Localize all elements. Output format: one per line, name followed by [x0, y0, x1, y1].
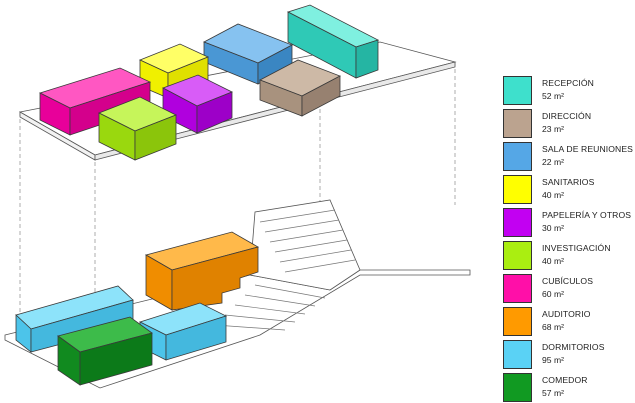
- legend-swatch: [503, 175, 532, 204]
- legend-label: RECEPCIÓN: [542, 78, 594, 88]
- legend-item-recepcion: RECEPCIÓN 52 m²: [503, 76, 635, 106]
- legend-item-investigacion: INVESTIGACIÓN 40 m²: [503, 241, 635, 271]
- legend-area: 30 m²: [542, 223, 564, 233]
- legend-label: DIRECCIÓN: [542, 111, 592, 121]
- legend-swatch: [503, 307, 532, 336]
- legend-swatch: [503, 373, 532, 402]
- legend-swatch: [503, 274, 532, 303]
- block-investigacion: [98, 96, 177, 161]
- legend-swatch: [503, 142, 532, 171]
- legend-label: COMEDOR: [542, 375, 588, 385]
- legend-label: DORMITORIOS: [542, 342, 605, 352]
- legend-area: 22 m²: [542, 157, 564, 167]
- block-comedor: [57, 316, 153, 386]
- legend-item-papeleria: PAPELERÍA Y OTROS 30 m²: [503, 208, 635, 238]
- legend-item-dormitorios: DORMITORIOS 95 m²: [503, 340, 635, 370]
- legend-item-sanitarios: SANITARIOS 40 m²: [503, 175, 635, 205]
- legend-swatch: [503, 76, 532, 105]
- legend-swatch: [503, 340, 532, 369]
- block-direccion: [259, 59, 341, 117]
- legend-swatch: [503, 241, 532, 270]
- legend-area: 57 m²: [542, 388, 564, 398]
- block-recepcion: [286, 4, 380, 79]
- legend-area: 40 m²: [542, 190, 564, 200]
- block-papeleria: [162, 74, 233, 134]
- block-auditorio: [144, 231, 260, 311]
- legend-swatch: [503, 109, 532, 138]
- legend-label: SANITARIOS: [542, 177, 595, 187]
- legend-label: INVESTIGACIÓN: [542, 243, 611, 253]
- legend-area: 52 m²: [542, 91, 564, 101]
- staircase: [214, 209, 356, 331]
- legend-item-cubiculos: CUBÍCULOS 60 m²: [503, 274, 635, 304]
- legend-swatch: [503, 208, 532, 237]
- legend-area: 40 m²: [542, 256, 564, 266]
- block-dormitorios-left: [15, 285, 134, 353]
- legend-item-direccion: DIRECCIÓN 23 m²: [503, 109, 635, 139]
- legend-item-sala-reuniones: SALA DE REUNIONES 22 m²: [503, 142, 635, 172]
- legend-label: PAPELERÍA Y OTROS: [542, 210, 632, 220]
- legend-area: 68 m²: [542, 322, 564, 332]
- legend-area: 95 m²: [542, 355, 564, 365]
- legend-area: 60 m²: [542, 289, 564, 299]
- legend-label: SALA DE REUNIONES: [542, 144, 634, 154]
- legend-label: CUBÍCULOS: [542, 276, 594, 286]
- legend-label: AUDITORIO: [542, 309, 591, 319]
- legend-area: 23 m²: [542, 124, 564, 134]
- legend-item-auditorio: AUDITORIO 68 m²: [503, 307, 635, 337]
- block-sala-reuniones: [203, 23, 293, 85]
- legend-item-comedor: COMEDOR 57 m²: [503, 373, 635, 403]
